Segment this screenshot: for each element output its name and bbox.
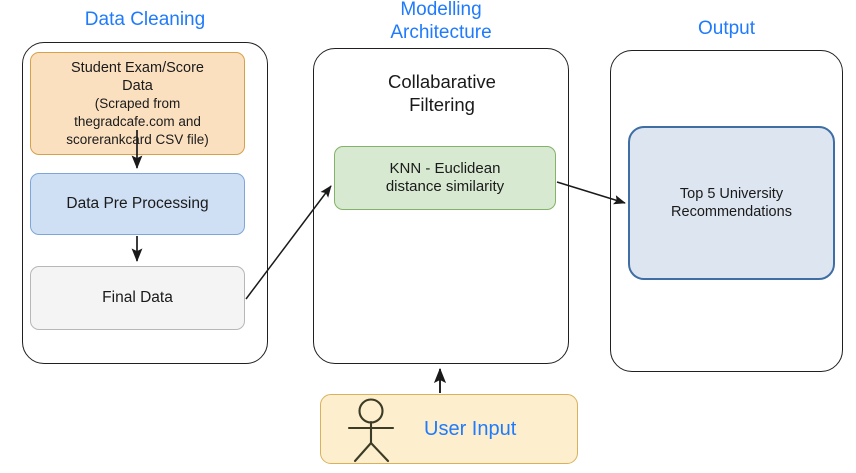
node-line-3: (Scraped from	[94, 95, 181, 111]
node-top-5-university-recommendations[interactable]: Top 5 University Recommendations	[628, 126, 835, 280]
column-title-data-cleaning: Data Cleaning	[84, 9, 206, 30]
node-line-5: scorerankcard CSV file)	[66, 131, 209, 147]
node-line-1: Top 5 University	[679, 186, 784, 202]
node-line-1: Student Exam/Score	[71, 59, 204, 76]
node-final-data[interactable]: Final Data	[30, 266, 245, 330]
node-student-exam-score-data[interactable]: Student Exam/Score Data (Scraped from th…	[30, 52, 245, 155]
column-title-output: Output	[697, 18, 756, 39]
node-line-1: KNN - Euclidean	[389, 160, 501, 177]
node-line-2: distance similarity	[385, 178, 505, 195]
node-line-2: Data	[122, 77, 153, 94]
user-input-label: User Input	[424, 418, 517, 440]
node-knn-euclidean[interactable]: KNN - Euclidean distance similarity	[334, 146, 556, 210]
heading-collaborative-filtering: Collabarative Filtering	[388, 71, 496, 115]
node-line-4: thegradcafe.com and	[74, 113, 201, 129]
column-title-modelling-architecture: Modelling Architecture	[390, 0, 492, 43]
node-data-pre-processing[interactable]: Data Pre Processing	[30, 173, 245, 235]
node-line-2: Recommendations	[671, 204, 792, 220]
